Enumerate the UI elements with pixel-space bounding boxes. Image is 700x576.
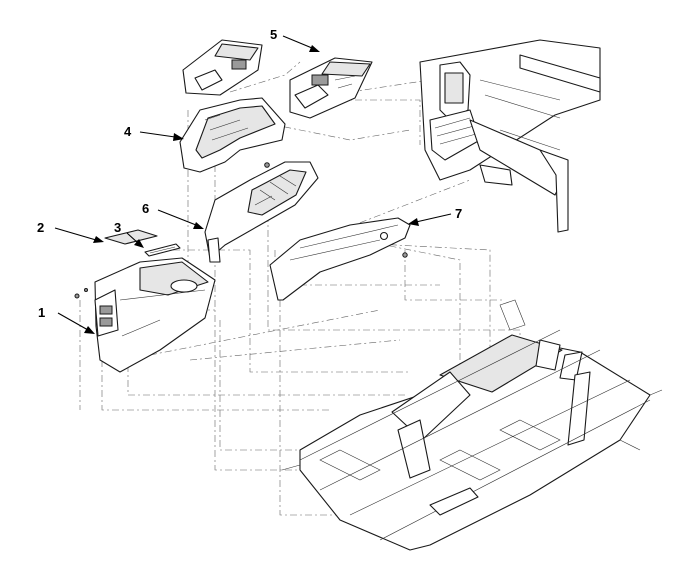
console-1-contours — [119, 289, 206, 337]
callout-6: 6 — [142, 201, 149, 216]
dash-top-trim — [519, 54, 601, 93]
centerline — [404, 250, 505, 301]
callout-labels: 1 2 3 4 5 6 7 — [37, 27, 462, 320]
callout-5: 5 — [270, 27, 277, 42]
arrow-5 — [309, 45, 320, 52]
floor-duct — [535, 339, 561, 371]
floor-bracket — [397, 419, 431, 479]
tray-pocket — [194, 69, 223, 91]
console-1-cupholder — [170, 279, 198, 293]
arrow-1 — [84, 326, 95, 334]
console-1-screw — [74, 293, 80, 299]
part-6-console-bracket — [204, 161, 319, 263]
strip-3-edge — [149, 246, 176, 254]
tray-5-top — [321, 61, 371, 77]
cover-7-body — [269, 217, 411, 301]
floor-edges — [281, 389, 663, 471]
cover-7-grommet — [379, 231, 389, 241]
upper-left-tray — [182, 39, 263, 96]
arrow-7 — [408, 218, 419, 226]
centerline — [349, 79, 431, 93]
centerline — [229, 61, 301, 93]
leader-3 — [126, 232, 139, 244]
centerline — [340, 99, 421, 145]
hvac-controls — [434, 117, 477, 145]
arrow-6 — [193, 222, 204, 229]
floor-pillar — [567, 371, 591, 446]
leader-6 — [157, 209, 197, 226]
callout-1: 1 — [38, 305, 45, 320]
leader-4 — [139, 131, 176, 138]
floor-ribs — [299, 329, 651, 541]
part-4-console-bezel — [179, 97, 286, 173]
centerline — [149, 309, 381, 356]
leader-7 — [415, 213, 452, 223]
bracket-6-cutouts — [254, 175, 297, 206]
floor-tunnel-top — [439, 334, 563, 393]
centerline — [189, 339, 401, 361]
arrow-3 — [134, 239, 144, 248]
leader-5 — [282, 35, 313, 49]
part-1-console-body — [74, 257, 216, 373]
centerline — [158, 249, 410, 373]
arrow-4 — [173, 133, 184, 141]
bracket-6-leg — [207, 237, 221, 263]
dash-bracket — [479, 164, 513, 186]
part-5-shifter-tray — [289, 57, 373, 119]
console-1-rear-vent — [99, 317, 113, 327]
bezel-4-ribs — [204, 114, 249, 141]
centerline — [239, 117, 411, 141]
leader-2 — [54, 227, 97, 241]
bracket-6-pattern — [247, 169, 307, 216]
cover-7-screw — [402, 252, 408, 258]
tray-top — [214, 43, 259, 61]
bracket-6-screw — [264, 162, 270, 168]
part-3-trim-strip — [144, 243, 181, 257]
floor-tab — [499, 299, 526, 331]
dash-center-stack — [429, 109, 481, 161]
console-1-screw — [84, 288, 88, 292]
callout-2: 2 — [37, 220, 44, 235]
floor-pan-illustration — [281, 299, 663, 551]
tray-5-pocket — [294, 84, 329, 109]
cover-7-contours — [289, 224, 399, 261]
infotainment-display — [444, 72, 464, 104]
callout-7: 7 — [455, 206, 462, 221]
arrow-2 — [93, 236, 104, 243]
callout-4: 4 — [124, 124, 132, 139]
tray-5-switch — [311, 74, 329, 86]
dash-contours — [479, 79, 561, 151]
console-1-rear-vent — [99, 305, 113, 315]
floor-rail — [429, 487, 479, 516]
callout-3: 3 — [114, 220, 121, 235]
dash-support-leg — [539, 149, 569, 233]
floor-pads — [319, 419, 561, 481]
leader-lines — [54, 35, 452, 334]
part-7-side-cover — [269, 217, 411, 301]
leader-1 — [57, 312, 89, 331]
instrument-panel-illustration — [419, 39, 601, 233]
tray-switch — [231, 59, 247, 70]
tray-5-detail — [334, 75, 356, 89]
